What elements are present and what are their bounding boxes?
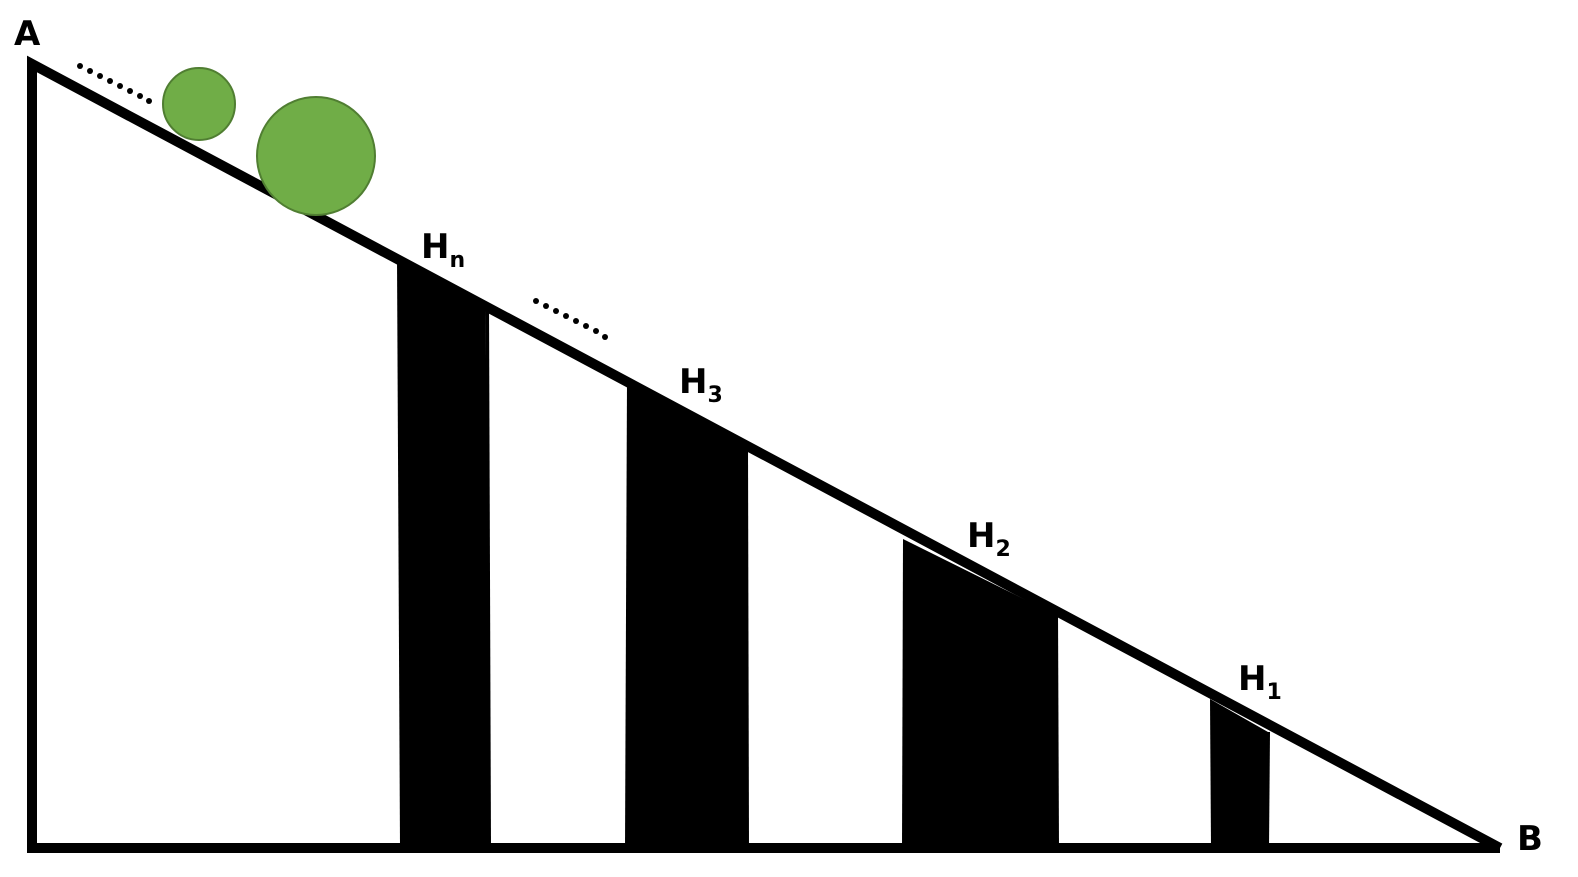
barrier-3-edge xyxy=(744,445,749,849)
barrier-1-label: H1 xyxy=(1238,659,1282,705)
barrier-2-edge xyxy=(1054,611,1059,849)
barrier-3-label: H3 xyxy=(679,362,723,408)
small-ball xyxy=(162,67,236,141)
barrier-1-letter: H xyxy=(1238,659,1266,699)
barrier-n-letter: H xyxy=(421,227,449,267)
barrier-1-block xyxy=(1210,699,1268,848)
barrier-n-subscript: n xyxy=(449,248,465,273)
barrier-2-letter: H xyxy=(967,516,995,556)
triangle-outline xyxy=(27,55,1503,853)
barrier-1-subscript: 1 xyxy=(1266,680,1281,705)
barrier-n-label: Hn xyxy=(421,227,465,273)
vertex-a-label: A xyxy=(14,14,41,54)
large-ball xyxy=(256,96,376,216)
barrier-3-block xyxy=(625,381,747,848)
vertex-b-label: B xyxy=(1517,819,1543,859)
barrier-1-edge xyxy=(1265,731,1270,849)
barrier-n-edge xyxy=(485,302,491,849)
dots-middle xyxy=(533,298,608,340)
barrier-n-block xyxy=(397,259,490,848)
dots-upper xyxy=(77,63,152,104)
barrier-2-label: H2 xyxy=(967,516,1011,562)
barrier-3-subscript: 3 xyxy=(707,383,722,408)
barrier-2-subscript: 2 xyxy=(995,537,1010,562)
barrier-3-letter: H xyxy=(679,362,707,402)
barrier-2-block xyxy=(902,539,1057,848)
